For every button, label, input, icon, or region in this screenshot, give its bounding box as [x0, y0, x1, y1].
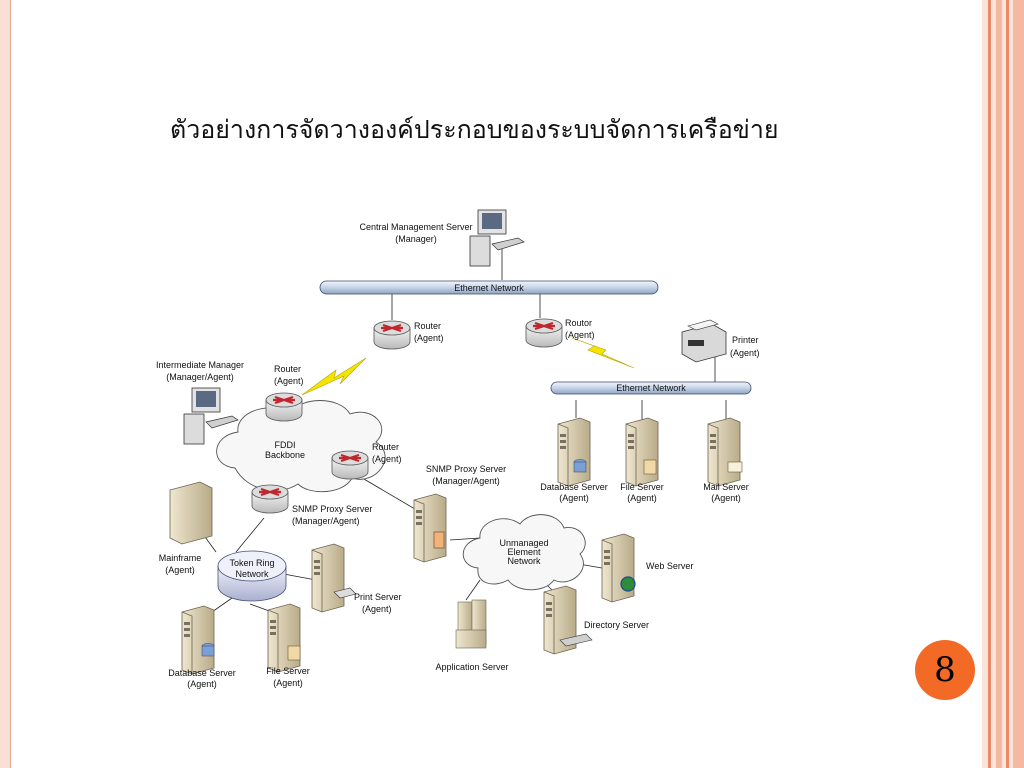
network-management-diagram: Ethernet Network Ethernet Network FDDI B…: [156, 209, 760, 689]
ethernet-bus-top: Ethernet Network: [319, 280, 659, 295]
svg-text:Router: Router: [274, 364, 301, 374]
svg-text:Mail Server: Mail Server: [703, 482, 749, 492]
file-server-right: File Server (Agent): [620, 417, 664, 503]
svg-text:(Agent): (Agent): [274, 376, 304, 386]
svg-text:Network: Network: [235, 569, 269, 579]
svg-text:(Agent): (Agent): [362, 604, 392, 614]
svg-text:(Agent): (Agent): [627, 493, 657, 503]
svg-text:Network: Network: [507, 556, 541, 566]
central-management-server: Central Management Server (Manager): [359, 209, 525, 267]
mainframe: Mainframe (Agent): [159, 481, 213, 575]
printer-agent: Printer (Agent): [681, 319, 760, 363]
router-agent-fddi-right: Router (Agent): [330, 442, 402, 481]
svg-text:Directory Server: Directory Server: [584, 620, 649, 630]
svg-text:(Agent): (Agent): [273, 678, 303, 688]
svg-text:Unmanaged: Unmanaged: [499, 538, 548, 548]
print-server: Print Server (Agent): [311, 543, 402, 614]
svg-text:Database Server: Database Server: [168, 668, 236, 678]
ethernet-bus-right: Ethernet Network: [550, 381, 752, 395]
token-ring-network: Token Ring Network: [217, 550, 287, 602]
svg-text:Element: Element: [507, 547, 541, 557]
file-server-left: File Server (Agent): [266, 603, 310, 688]
svg-text:File Server: File Server: [620, 482, 664, 492]
database-server-left: Database Server (Agent): [168, 605, 236, 689]
svg-text:(Manager/Agent): (Manager/Agent): [166, 372, 234, 382]
svg-text:Central Management Server: Central Management Server: [359, 222, 472, 232]
database-server-right: Database Server (Agent): [540, 417, 608, 503]
svg-text:(Agent): (Agent): [414, 333, 444, 343]
svg-text:(Manager): (Manager): [395, 234, 437, 244]
svg-text:Token Ring: Token Ring: [229, 558, 274, 568]
svg-text:(Agent): (Agent): [187, 679, 217, 689]
snmp-proxy-server: SNMP Proxy Server (Manager/Agent): [413, 464, 506, 563]
wan-link-bolt-right: [571, 337, 635, 369]
svg-text:Application Server: Application Server: [435, 662, 508, 672]
svg-text:Router: Router: [414, 321, 441, 331]
svg-text:Printer: Printer: [732, 335, 759, 345]
svg-text:(Agent): (Agent): [565, 330, 595, 340]
svg-text:(Agent): (Agent): [559, 493, 589, 503]
left-decorative-band: [0, 0, 11, 768]
routor-agent-top-right: Routor (Agent): [524, 317, 595, 349]
svg-text:Ethernet Network: Ethernet Network: [454, 283, 524, 293]
router-agent-top-left: Router (Agent): [372, 319, 444, 351]
svg-text:Mainframe: Mainframe: [159, 553, 202, 563]
svg-text:Intermediate Manager: Intermediate Manager: [156, 360, 244, 370]
router-agent-fddi-left: Router (Agent): [264, 364, 304, 423]
svg-text:FDDI: FDDI: [275, 440, 296, 450]
mail-server: Mail Server (Agent): [703, 417, 749, 503]
svg-text:(Agent): (Agent): [372, 454, 402, 464]
intermediate-manager: Intermediate Manager (Manager/Agent): [156, 360, 244, 445]
svg-text:Web Server: Web Server: [646, 561, 693, 571]
svg-text:Ethernet Network: Ethernet Network: [616, 383, 686, 393]
application-server: Application Server: [435, 599, 509, 672]
web-server: Web Server: [601, 533, 693, 603]
svg-text:Routor: Routor: [565, 318, 592, 328]
svg-text:(Manager/Agent): (Manager/Agent): [432, 476, 500, 486]
svg-text:(Agent): (Agent): [165, 565, 195, 575]
wan-link-bolt-left: [301, 357, 367, 396]
svg-text:Database Server: Database Server: [540, 482, 608, 492]
svg-text:Backbone: Backbone: [265, 450, 305, 460]
svg-text:(Agent): (Agent): [730, 348, 760, 358]
directory-server: Directory Server: [543, 585, 649, 655]
slide-title: ตัวอย่างการจัดวางองค์ประกอบของระบบจัดการ…: [170, 115, 779, 144]
svg-text:(Manager/Agent): (Manager/Agent): [292, 516, 360, 526]
svg-text:Print Server: Print Server: [354, 592, 402, 602]
svg-text:(Agent): (Agent): [711, 493, 741, 503]
svg-text:SNMP Proxy Server: SNMP Proxy Server: [426, 464, 506, 474]
right-decorative-band: [982, 0, 1024, 768]
svg-text:File Server: File Server: [266, 666, 310, 676]
unmanaged-element-network-cloud: Unmanaged Element Network: [462, 514, 586, 591]
router-agent-fddi-bottom: SNMP Proxy Server (Manager/Agent): [250, 483, 372, 526]
svg-text:SNMP Proxy Server: SNMP Proxy Server: [292, 504, 372, 514]
svg-text:Router: Router: [372, 442, 399, 452]
page-number-badge: 8: [915, 640, 975, 700]
